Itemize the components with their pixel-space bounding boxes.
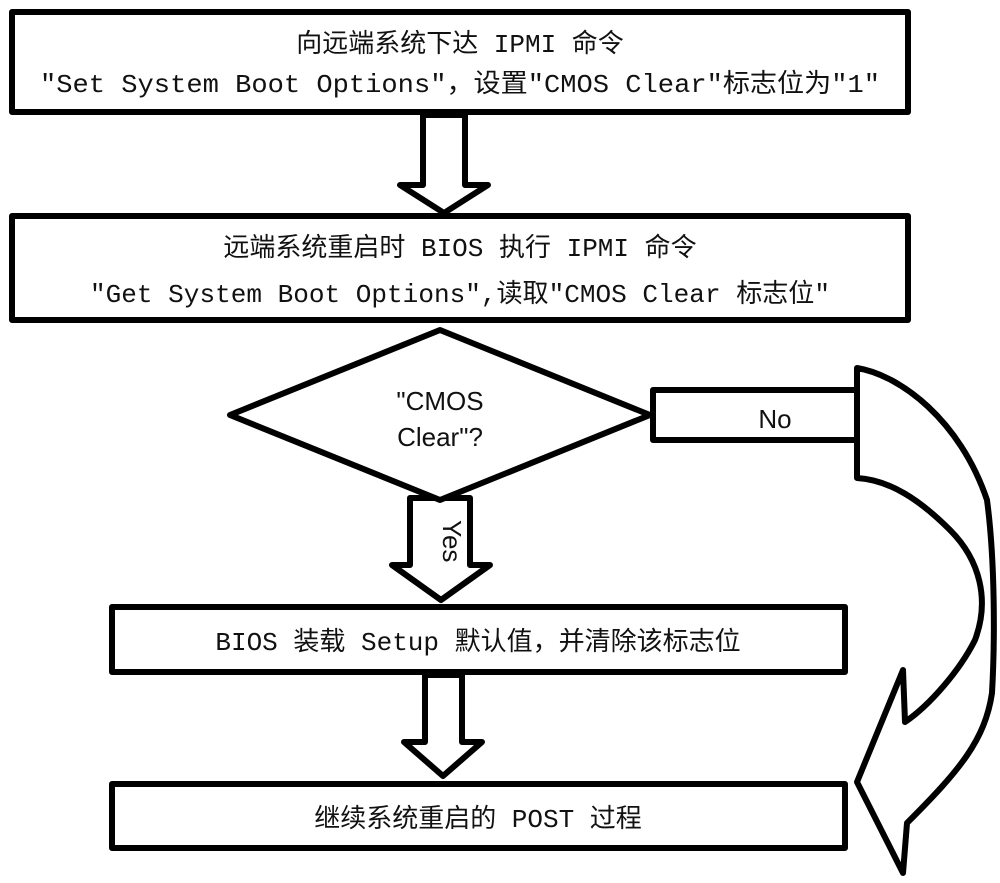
no-branch-bar: [653, 390, 858, 440]
yes-branch-label: Yes: [437, 520, 467, 562]
curved-return-arrow: [857, 368, 994, 873]
arrow-down-3: [404, 675, 482, 776]
step-bios-read-line1: 远端系统重启时 BIOS 执行 IPMI 命令: [223, 233, 696, 264]
arrow-down-1: [400, 115, 488, 213]
step-send-command-line1: 向远端系统下达 IPMI 命令: [296, 29, 624, 60]
step-send-command-line2: "Set System Boot Options"，设置"CMOS Clear"…: [40, 69, 880, 100]
no-branch-label: No: [758, 404, 791, 434]
decision-line2: Clear"?: [397, 422, 483, 452]
decision-line1: "CMOS: [396, 386, 483, 416]
step-load-defaults-label: BIOS 装载 Setup 默认值，并清除该标志位: [215, 627, 740, 658]
step-bios-read-line2: "Get System Boot Options",读取"CMOS Clear …: [90, 279, 830, 310]
step-continue-post-label: 继续系统重启的 POST 过程: [314, 804, 642, 835]
